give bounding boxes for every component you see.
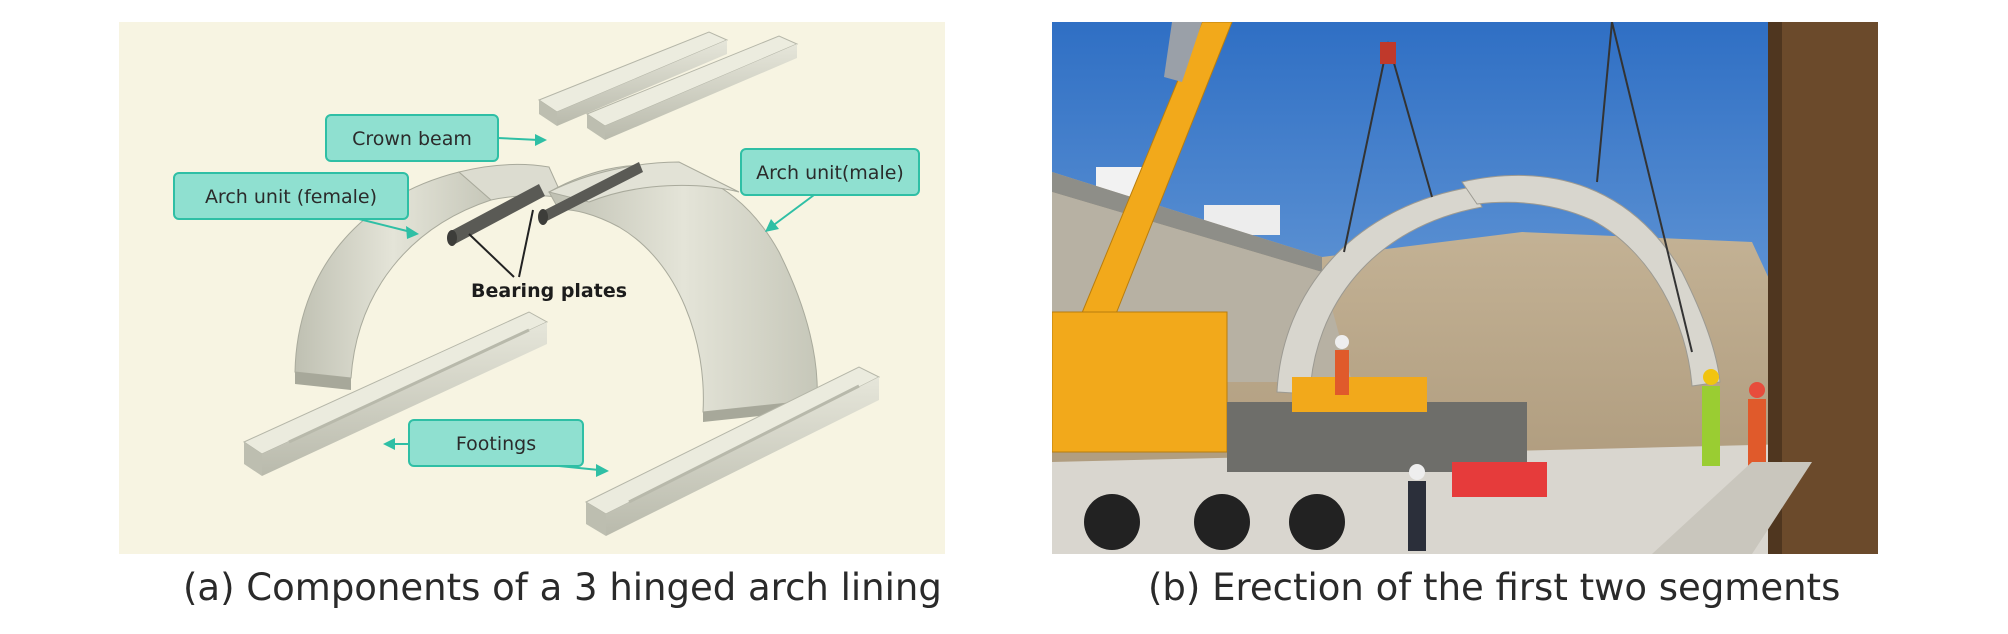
wheel	[1084, 494, 1140, 550]
arch-components-drawing: Bearing plates Crown beam Arch unit (fem…	[173, 31, 920, 536]
formwork-edge	[1768, 22, 1782, 554]
worker	[1408, 464, 1426, 551]
footing-left	[242, 311, 549, 476]
erection-photo-scene	[1052, 22, 1878, 554]
wheel	[1289, 494, 1345, 550]
lifting-cable	[1343, 41, 1389, 253]
retaining-wall-top	[1052, 172, 1322, 272]
footings-callout: Footings	[383, 419, 609, 477]
crane-counterweight	[1292, 377, 1427, 412]
crown-beam-label: Crown beam	[352, 128, 472, 150]
footings-label: Footings	[456, 433, 536, 455]
arch-female-callout: Arch unit (female)	[173, 172, 419, 239]
wheel	[1194, 494, 1250, 550]
crown-beam-left	[537, 31, 729, 126]
erection-photo	[1052, 22, 1878, 554]
worker	[1335, 335, 1349, 395]
bearing-plates-label: Bearing plates	[471, 280, 627, 302]
caption-a: (a) Components of a 3 hinged arch lining	[183, 566, 942, 609]
crown-beam-callout: Crown beam	[325, 114, 547, 162]
crane-hook	[1380, 42, 1396, 64]
worker	[1702, 369, 1720, 466]
lifting-cable	[1596, 22, 1613, 183]
arch-segment-right	[1461, 175, 1721, 387]
crane-cab	[1052, 311, 1228, 453]
bearing-plates	[447, 162, 643, 278]
crane-chassis	[1227, 402, 1527, 472]
walkway	[1652, 462, 1812, 554]
lifting-cable	[1611, 22, 1693, 353]
arch-female-label: Arch unit (female)	[205, 186, 377, 208]
lifting-cable	[1387, 41, 1433, 198]
crane-boom-tip	[1164, 22, 1202, 82]
arch-male-label: Arch unit(male)	[756, 162, 904, 184]
crown-beam-right	[585, 35, 799, 140]
arch-components-diagram: Bearing plates Crown beam Arch unit (fem…	[119, 22, 945, 554]
arch-male-callout: Arch unit(male)	[740, 148, 920, 232]
worker	[1748, 382, 1766, 479]
warning-barrier	[1452, 462, 1547, 497]
footing-right	[584, 366, 881, 536]
caption-b: (b) Erection of the first two segments	[1148, 566, 1841, 609]
